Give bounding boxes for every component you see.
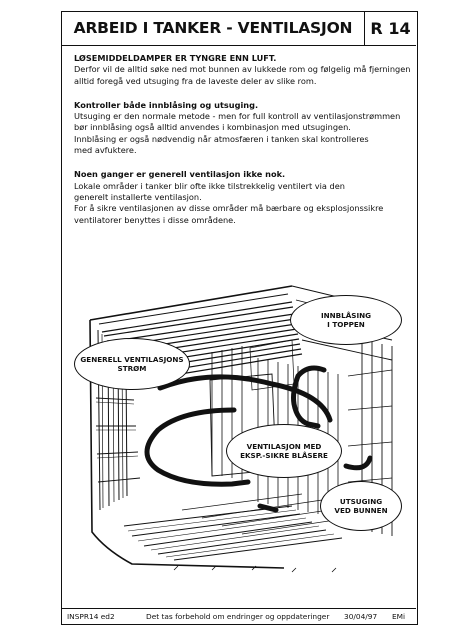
section-heading: LØSEMIDDELDAMPER ER TYNGRE ENN LUFT. bbox=[74, 53, 277, 63]
callout-exsafe-blowers: VENTILASJON MED EKSP.-SIKRE BLÅSERE bbox=[226, 424, 342, 478]
text-line: med avfuktere. bbox=[74, 145, 137, 156]
footer-date: 30/04/97 bbox=[344, 612, 378, 621]
callout-general-flow: GENERELL VENTILASJONS STRØM bbox=[74, 338, 190, 390]
callout-line: INNBLÅSING bbox=[320, 311, 372, 320]
text-line: Innblåsing er også nødvendig når atmosfæ… bbox=[74, 133, 369, 144]
text-line: alltid foregå ved utsuging fra de lavest… bbox=[74, 75, 317, 86]
body-text: LØSEMIDDELDAMPER ER TYNGRE ENN LUFT. Der… bbox=[74, 53, 411, 239]
footer-signature: EMi bbox=[392, 612, 406, 621]
section-local-ventilation: Noen ganger er generell ventilasjon ikke… bbox=[74, 169, 406, 225]
footer: INSPR14 ed2 Det tas forbehold om endring… bbox=[62, 608, 416, 625]
callout-line: GENERELL VENTILASJONS bbox=[80, 355, 184, 364]
text-line: Utsuging er den normale metode - men for… bbox=[74, 111, 401, 122]
text-line: Lokale områder i tanker blir ofte ikke t… bbox=[74, 180, 345, 191]
section-solvent-vapors: LØSEMIDDELDAMPER ER TYNGRE ENN LUFT. Der… bbox=[74, 53, 411, 87]
text-line: ventilatorer benyttes i disse områdene. bbox=[74, 214, 236, 225]
callout-bottom-extraction: UTSUGING VED BUNNEN bbox=[320, 481, 402, 531]
section-heading: Noen ganger er generell ventilasjon ikke… bbox=[74, 169, 286, 180]
callout-top-inflow: INNBLÅSING I TOPPEN bbox=[290, 295, 402, 345]
callout-line: UTSUGING bbox=[339, 497, 383, 506]
section-control-ventilation: Kontroller både innblåsing og utsuging. … bbox=[74, 100, 406, 156]
footer-doc-id: INSPR14 ed2 bbox=[67, 612, 115, 621]
header: ARBEID I TANKER - VENTILASJON R 14 bbox=[62, 12, 416, 46]
callout-line: VENTILASJON MED bbox=[246, 442, 322, 451]
document-code: R 14 bbox=[364, 12, 416, 45]
callout-line: VED BUNNEN bbox=[334, 506, 388, 515]
callout-line: EKSP.-SIKRE BLÅSERE bbox=[240, 451, 328, 460]
footer-note: Det tas forbehold om endringer og oppdat… bbox=[146, 612, 330, 621]
text-line: Derfor vil de alltid søke ned mot bunnen… bbox=[74, 64, 411, 75]
callout-line: STRØM bbox=[117, 364, 147, 373]
section-heading: Kontroller både innblåsing og utsuging. bbox=[74, 99, 259, 110]
page-title: ARBEID I TANKER - VENTILASJON bbox=[73, 19, 353, 37]
text-line: For å sikre ventilasjonen av disse områd… bbox=[74, 203, 384, 214]
page-frame: ARBEID I TANKER - VENTILASJON R 14 LØSEM… bbox=[61, 11, 418, 625]
text-line: generelt installerte ventilasjon. bbox=[74, 191, 202, 202]
callout-line: I TOPPEN bbox=[327, 320, 365, 329]
text-line: bør innblåsing også alltid anvendes i ko… bbox=[74, 122, 351, 133]
